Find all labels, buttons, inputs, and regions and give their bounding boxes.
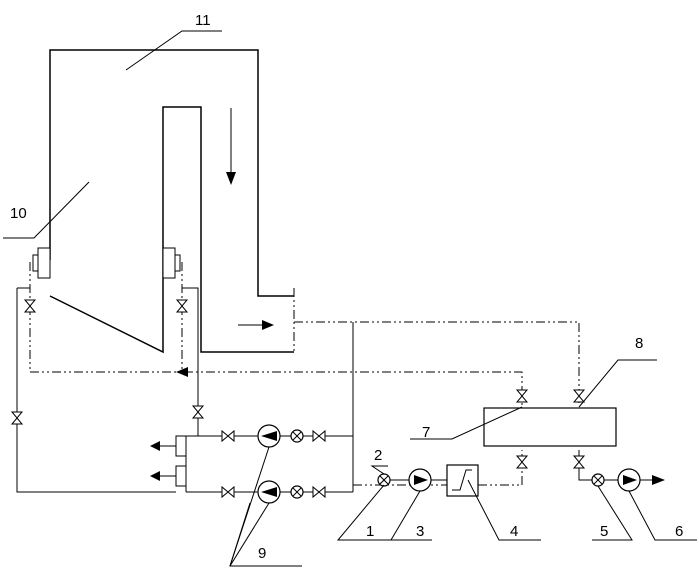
pump-icon: [390, 468, 447, 492]
recirculation-arrow: [176, 367, 188, 377]
label-8: 8: [635, 335, 643, 352]
label-9: 9: [258, 545, 266, 562]
valve-icon: [176, 299, 188, 313]
boiler-body: [49, 49, 295, 354]
flowmeter-icon: [290, 429, 304, 443]
valve-icon: [312, 430, 326, 442]
flue-gas-arrow-down: [226, 108, 236, 185]
label-11: 11: [195, 12, 211, 29]
valve-icon: [221, 486, 235, 498]
label-5: 5: [600, 523, 608, 540]
burner-left: [32, 247, 51, 279]
leader-lines: [3, 30, 697, 567]
tank: [483, 407, 617, 447]
flowmeter-icon: [591, 473, 605, 487]
pump-icon: [257, 480, 281, 504]
valve-icon: [573, 389, 585, 403]
label-4: 4: [510, 523, 518, 540]
flowmeter-icon: [377, 473, 391, 487]
label-6: 6: [675, 523, 683, 540]
valve-icon: [11, 411, 23, 425]
burner-right: [162, 247, 181, 279]
recirculation-lines: [29, 262, 580, 486]
water-piping: [16, 287, 652, 493]
label-1: 1: [366, 523, 374, 540]
label-10: 10: [10, 205, 27, 222]
valve-icon: [516, 389, 528, 403]
label-7: 7: [422, 424, 430, 441]
pump-icon: [257, 424, 281, 448]
label-3: 3: [416, 523, 424, 540]
valve-icon: [516, 455, 528, 469]
flue-gas-arrow-right: [238, 320, 274, 330]
pump-icon: [617, 468, 665, 492]
flowmeter-icon: [290, 485, 304, 499]
valve-icon: [573, 455, 585, 469]
valve-icon: [24, 299, 36, 313]
heat-exchanger: [446, 464, 479, 497]
valve-icon: [221, 430, 235, 442]
label-2: 2: [374, 447, 382, 464]
distributor-block: [150, 435, 187, 492]
valve-icon: [312, 486, 326, 498]
valve-icon: [192, 405, 204, 419]
